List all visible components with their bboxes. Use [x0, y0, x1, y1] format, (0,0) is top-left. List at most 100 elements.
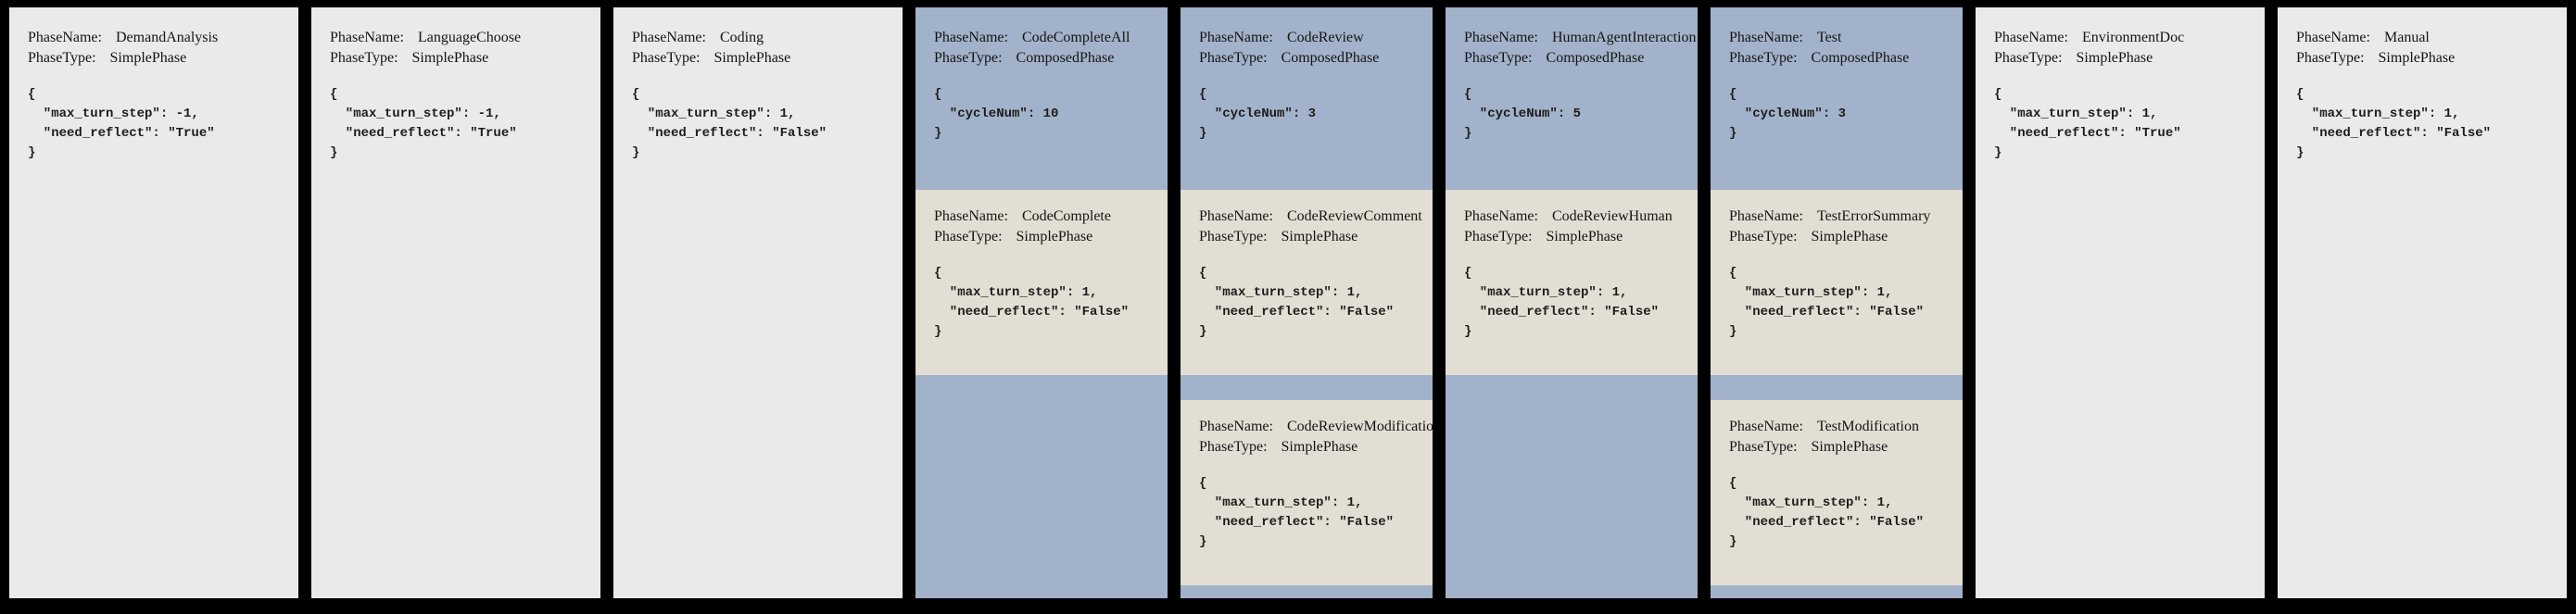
phase-type-row: PhaseType:SimplePhase	[632, 48, 884, 69]
phase-card-code-review: PhaseName:CodeReview PhaseType:ComposedP…	[1181, 7, 1433, 598]
phase-config-json: { "max_turn_step": -1, "need_reflect": "…	[330, 87, 517, 160]
subphase-card-code-complete: PhaseName: CodeComplete PhaseType: SimpleP…	[915, 190, 1168, 375]
phase-type-label: PhaseType:	[2296, 50, 2365, 66]
phase-name-row: PhaseName: CodeReviewModification	[1199, 417, 1433, 437]
phase-name-value: DemandAnalysis	[115, 30, 219, 45]
phase-name-value: CodeReviewHuman	[1551, 208, 1673, 224]
phase-type-row: PhaseType: SimplePhase	[934, 227, 1149, 247]
phase-card-demand-analysis: PhaseName: DemandAnalysis PhaseType: Simpl…	[9, 7, 298, 598]
phase-config-json: { "max_turn_step": 1, "need_reflect": "F…	[1199, 476, 1395, 549]
phase-config-json: { "cycleNum": 3 }	[1729, 87, 1847, 141]
phase-type-value: SimplePhase	[1546, 229, 1623, 244]
phase-name-row: PhaseName:CodeReview	[1199, 28, 1414, 48]
phase-name-value: TestErrorSummary	[1816, 208, 1931, 224]
phase-type-row: PhaseType: SimplePhase	[1729, 227, 1944, 247]
phase-config-json: { "cycleNum": 5 }	[1464, 87, 1582, 141]
composed-phase-header: PhaseName:CodeReview PhaseType: ComposedP…	[1181, 7, 1433, 190]
phase-config-json: { "max_turn_step": 1, "need_reflect": "F…	[1199, 266, 1395, 339]
phase-name-label: PhaseName:	[934, 208, 1008, 224]
phase-config-json: { "max_turn_step": -1, "need_reflect": "…	[28, 87, 215, 160]
phase-type-value: SimplePhase	[2378, 50, 2456, 66]
phase-card-language-choose: PhaseName: LanguageChoose PhaseType:Simpl…	[311, 7, 600, 598]
phase-name-row: PhaseName: TestModification	[1729, 417, 1944, 437]
composed-phase-header: PhaseName:Test PhaseType: ComposedPhase {…	[1711, 7, 1963, 190]
phase-config-json: { "max_turn_step": 1, "need_reflect": "F…	[1729, 476, 1925, 549]
phase-card-manual: PhaseName: Manual PhaseType: SimplePhase {…	[2278, 7, 2567, 598]
phase-type-value: SimplePhase	[1811, 229, 1888, 244]
phase-type-value: SimplePhase	[411, 50, 489, 66]
phase-name-value: TestModification	[1816, 419, 1919, 434]
phase-type-value: ComposedPhase	[1281, 50, 1380, 66]
phase-config-json: { "max_turn_step": 1, "need_reflect": "T…	[1994, 87, 2181, 160]
composed-phase-header: PhaseName:HumanAgentInteraction PhaseTyp…	[1446, 7, 1698, 190]
phase-name-row: PhaseName: CodeCompleteAll	[934, 28, 1149, 48]
phase-type-value: SimplePhase	[1016, 229, 1093, 244]
phase-name-label: PhaseName:	[1729, 208, 1803, 224]
phase-config-json: { "max_turn_step": 1, "need_reflect": "F…	[2296, 87, 2492, 160]
phase-name-row: PhaseName: TestErrorSummary	[1729, 207, 1944, 227]
phase-name-value: Manual	[2383, 30, 2430, 45]
phase-name-value: LanguageChoose	[417, 30, 522, 45]
phase-name-value: CodeReviewModification	[1286, 419, 1433, 434]
phase-type-label: PhaseType:	[934, 50, 1003, 66]
phase-type-row: PhaseType: ComposedPhase	[1729, 48, 1944, 69]
phase-type-label: PhaseType:	[934, 229, 1003, 244]
phase-type-row: PhaseType:SimplePhase	[330, 48, 582, 69]
subphase-card-code-review-human: PhaseName: CodeReviewHuman PhaseType:Simp…	[1446, 190, 1698, 375]
phase-type-label: PhaseType:	[1729, 229, 1798, 244]
phase-card-coding: PhaseName: Coding PhaseType:SimplePhase {…	[613, 7, 903, 598]
phase-type-value: ComposedPhase	[1546, 50, 1645, 66]
subphase-card-code-review-modification: PhaseName: CodeReviewModification PhaseTy…	[1181, 400, 1433, 585]
phase-type-label: PhaseType:	[1994, 50, 2063, 66]
phase-type-value: ComposedPhase	[1016, 50, 1115, 66]
phase-type-row: PhaseType:SimplePhase	[1199, 227, 1414, 247]
phase-name-label: PhaseName:	[1994, 30, 2068, 45]
phase-name-row: PhaseName:HumanAgentInteraction	[1464, 28, 1696, 48]
phase-name-value: CodeComplete	[1021, 208, 1111, 224]
phase-type-row: PhaseType: SimplePhase	[2296, 48, 2548, 69]
phase-type-row: PhaseType: SimplePhase	[1994, 48, 2246, 69]
phase-type-row: PhaseType: ComposedPhase	[1464, 48, 1679, 69]
phase-card-human-agent-interaction: PhaseName:HumanAgentInteraction PhaseTyp…	[1446, 7, 1698, 598]
phase-name-label: PhaseName:	[1729, 419, 1803, 434]
phase-name-label: PhaseName:	[1199, 419, 1273, 434]
phase-type-label: PhaseType:	[632, 50, 701, 66]
phase-name-label: PhaseName:	[934, 30, 1008, 45]
phase-name-label: PhaseName:	[28, 30, 102, 45]
phase-name-label: PhaseName:	[1464, 208, 1538, 224]
phase-name-label: PhaseName:	[1464, 30, 1538, 45]
phase-card-code-complete-all: PhaseName: CodeCompleteAll PhaseType: Comp…	[915, 7, 1168, 598]
phase-name-value: CodeReview	[1286, 30, 1364, 45]
phase-card-test: PhaseName:Test PhaseType:ComposedPhase {…	[1711, 7, 1963, 598]
phase-type-row: PhaseType: ComposedPhase	[1199, 48, 1414, 69]
phase-config-json: { "max_turn_step": 1, "need_reflect": "F…	[1729, 266, 1925, 339]
phase-type-label: PhaseType:	[1199, 50, 1268, 66]
phase-type-value: SimplePhase	[2076, 50, 2153, 66]
phase-type-label: PhaseType:	[1199, 439, 1268, 455]
phase-type-value: SimplePhase	[109, 50, 187, 66]
phase-type-row: PhaseType:SimplePhase	[1464, 227, 1679, 247]
phase-name-label: PhaseName:	[632, 30, 706, 45]
phase-name-row: PhaseName: CodeComplete	[934, 207, 1149, 227]
phase-name-value: Test	[1816, 30, 1842, 45]
phase-type-row: PhaseType:SimplePhase	[1729, 437, 1944, 457]
phase-type-label: PhaseType:	[1464, 50, 1533, 66]
phase-name-row: PhaseName: DemandAnalysis	[28, 28, 280, 48]
phase-config-json: { "cycleNum": 3 }	[1199, 87, 1317, 141]
phase-config-json: { "max_turn_step": 1, "need_reflect": "F…	[934, 266, 1130, 339]
phase-card-environment-doc: PhaseName:EnvironmentDoc PhaseType:Simpl…	[1976, 7, 2265, 598]
phase-type-row: PhaseType: ComposedPhase	[934, 48, 1149, 69]
phase-name-row: PhaseName:Test	[1729, 28, 1944, 48]
composed-phase-header: PhaseName: CodeCompleteAll PhaseType: Comp…	[915, 7, 1168, 190]
phase-name-label: PhaseName:	[1199, 208, 1273, 224]
phase-type-label: PhaseType:	[1729, 50, 1798, 66]
phase-name-value: CodeCompleteAll	[1021, 30, 1130, 45]
phase-name-label: PhaseName:	[330, 30, 404, 45]
phase-type-label: PhaseType:	[28, 50, 96, 66]
phase-name-label: PhaseName:	[2296, 30, 2370, 45]
phase-config-json: { "max_turn_step": 1, "need_reflect": "F…	[1464, 266, 1660, 339]
phase-type-value: ComposedPhase	[1811, 50, 1910, 66]
phase-config-json: { "max_turn_step": 1, "need_reflect": "F…	[632, 87, 827, 160]
phase-name-value: Coding	[719, 30, 764, 45]
